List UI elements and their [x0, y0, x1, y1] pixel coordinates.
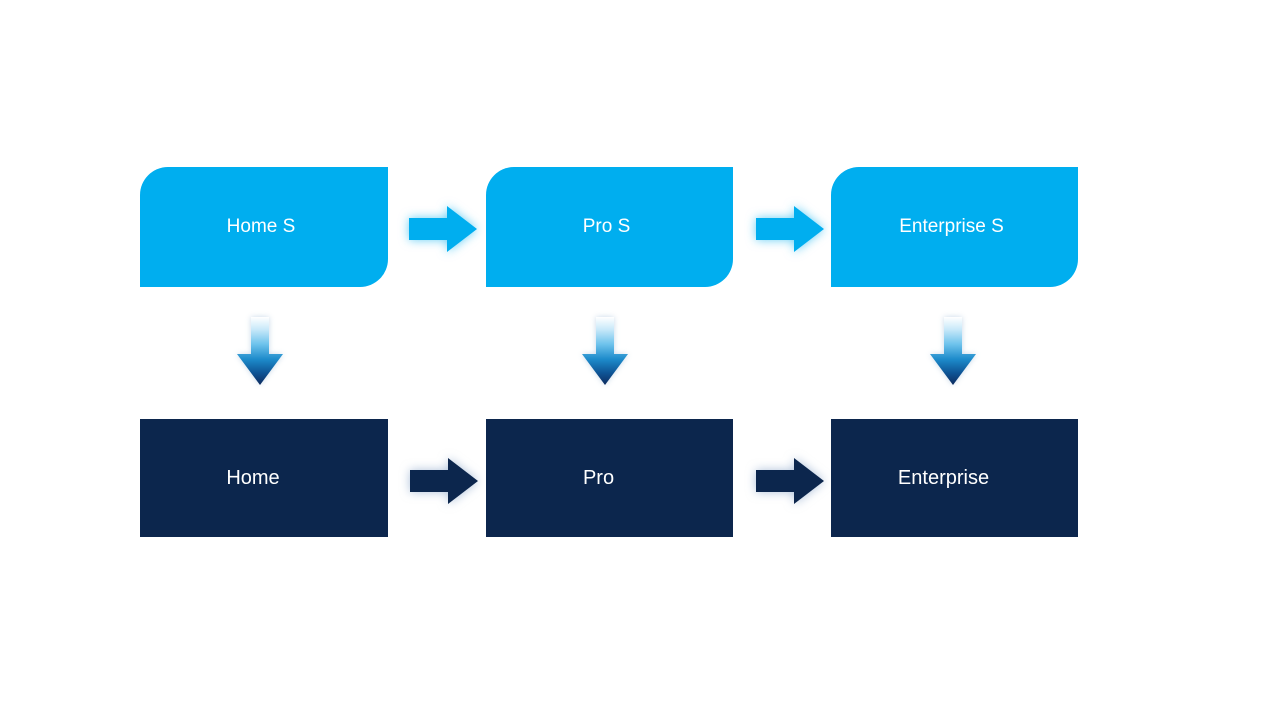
box-enterprise-s: Enterprise S [831, 167, 1078, 287]
box-home: Home [140, 419, 388, 537]
box-enterprise-label: Enterprise [897, 466, 990, 489]
box-home-s: Home S [140, 167, 388, 287]
right-arrow-icon [409, 206, 477, 252]
right-arrow-icon [756, 458, 824, 504]
box-home-label: Home [226, 466, 280, 489]
down-arrow-icon [582, 317, 628, 385]
box-pro-label: Pro [582, 466, 615, 489]
box-enterprise-s-label: Enterprise S [899, 216, 1004, 237]
down-arrow-icon [930, 317, 976, 385]
box-pro: Pro [486, 419, 733, 537]
box-pro-s: Pro S [486, 167, 733, 287]
right-arrow-icon [410, 458, 478, 504]
down-arrow-icon [237, 317, 283, 385]
box-home-s-label: Home S [226, 216, 296, 237]
right-arrow-icon [756, 206, 824, 252]
box-pro-s-label: Pro S [582, 216, 631, 237]
box-enterprise: Enterprise [831, 419, 1078, 537]
